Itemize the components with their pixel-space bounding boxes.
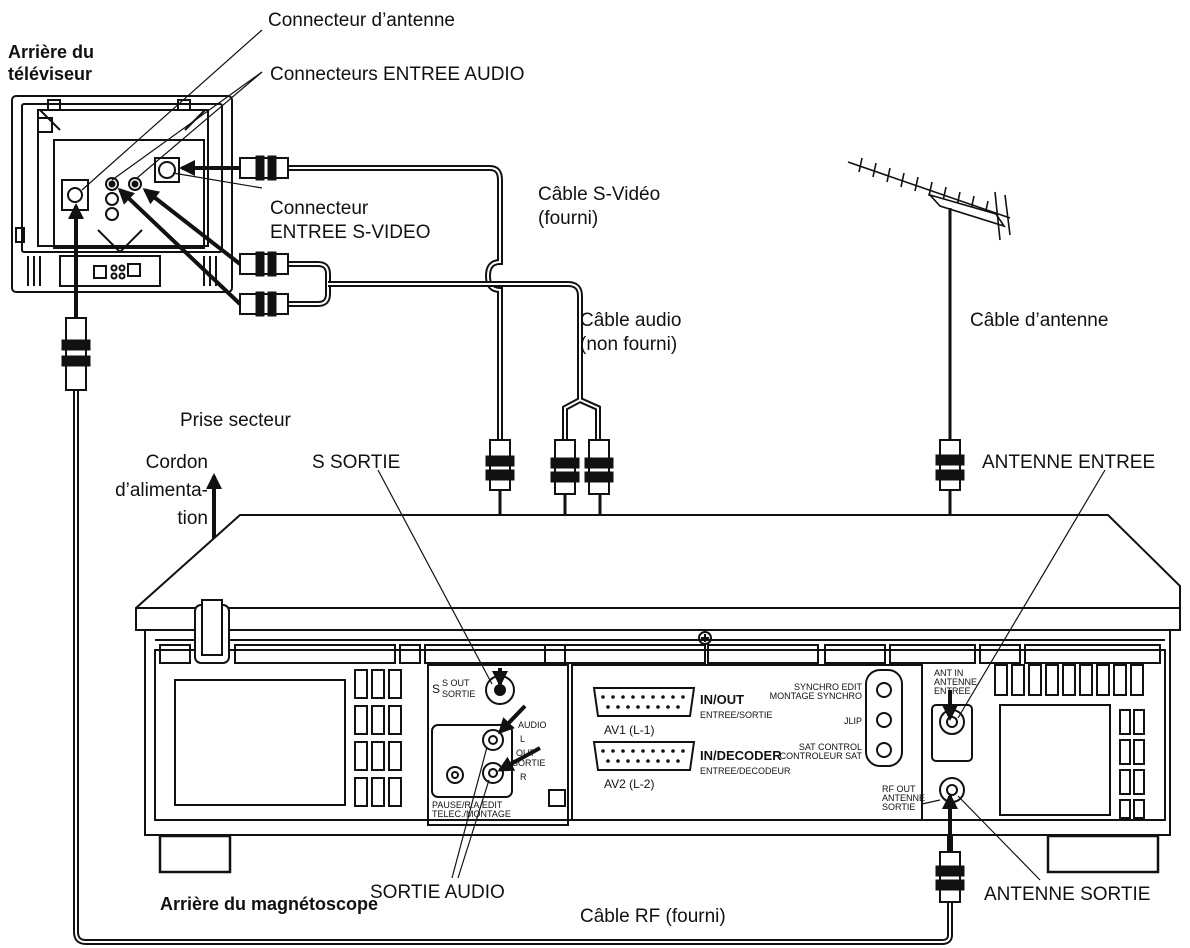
label-s-sortie: S SORTIE bbox=[312, 452, 400, 473]
label-vcr-back: Arrière du magnétoscope bbox=[160, 894, 378, 914]
panel-sortie-small: SORTIE bbox=[512, 758, 545, 768]
tv-rear bbox=[11, 95, 233, 293]
panel-ant-in: ANT IN bbox=[934, 668, 963, 678]
panel-av1-entree-sortie: ENTREE/SORTIE bbox=[700, 710, 772, 720]
panel-pause-1: PAUSE/R.A.EDIT bbox=[432, 800, 503, 810]
panel-av1: AV1 (L-1) bbox=[604, 723, 654, 737]
label-audio-in-connectors: Connecteurs ENTREE AUDIO bbox=[270, 64, 524, 85]
labels: Connecteur d’antenne Arrière du télévise… bbox=[8, 10, 1155, 927]
label-tv-back-1: Arrière du bbox=[8, 42, 94, 62]
label-antenne-sortie: ANTENNE SORTIE bbox=[984, 884, 1150, 905]
label-audio-cable-1: Câble audio bbox=[580, 310, 681, 331]
panel-sat-control: SAT CONTROL bbox=[799, 742, 862, 752]
label-mains-outlet: Prise secteur bbox=[180, 410, 292, 431]
panel-pause-2: TELEC./MONTAGE bbox=[432, 809, 511, 819]
label-svideo-in-1: Connecteur bbox=[270, 198, 369, 219]
panel-r: R bbox=[520, 772, 527, 782]
label-audio-cable-2: (non fourni) bbox=[580, 334, 677, 355]
vcr-rear bbox=[135, 514, 1181, 874]
label-svideo-cable-1: Câble S-Vidéo bbox=[538, 184, 660, 205]
panel-antenne: ANTENNE bbox=[934, 677, 977, 687]
panel-sortie: SORTIE bbox=[442, 689, 475, 699]
label-rf-cable: Câble RF (fourni) bbox=[580, 906, 726, 927]
label-power-cord-3: tion bbox=[177, 508, 208, 529]
panel-l: L bbox=[520, 734, 525, 744]
panel-av1-in-out: IN/OUT bbox=[700, 692, 744, 707]
label-tv-back-2: téléviseur bbox=[8, 64, 92, 84]
panel-controleur-sat: CONTROLEUR SAT bbox=[780, 751, 863, 761]
panel-out: OUT bbox=[516, 748, 536, 758]
antenna bbox=[847, 157, 1011, 268]
label-antenne-entree: ANTENNE ENTREE bbox=[982, 452, 1155, 473]
panel-av2-entree-decodeur: ENTREE/DECODEUR bbox=[700, 766, 791, 776]
panel-labels: S S OUT SORTIE AUDIO L OUT SORTIE R PAUS… bbox=[432, 668, 977, 819]
label-power-cord-2: d’alimenta- bbox=[115, 480, 208, 501]
leader-lines bbox=[81, 29, 1106, 881]
label-sortie-audio: SORTIE AUDIO bbox=[370, 882, 505, 903]
label-svideo-cable-2: (fourni) bbox=[538, 208, 598, 229]
label-power-cord-1: Cordon bbox=[146, 452, 208, 473]
label-svideo-in-2: ENTREE S-VIDEO bbox=[270, 222, 430, 243]
panel-av2: AV2 (L-2) bbox=[604, 777, 654, 791]
panel-synchro-edit: SYNCHRO EDIT bbox=[794, 682, 863, 692]
label-antenna-connector: Connecteur d’antenne bbox=[268, 10, 455, 31]
panel-sortie2: SORTIE bbox=[882, 802, 915, 812]
panel-av2-in-decoder: IN/DECODER bbox=[700, 748, 782, 763]
scart-pins bbox=[601, 695, 685, 763]
panel-s-out: S OUT bbox=[442, 678, 470, 688]
panel-jlip: JLIP bbox=[844, 716, 862, 726]
panel-s: S bbox=[432, 682, 440, 696]
vcr-arrows bbox=[492, 668, 958, 852]
panel-audio: AUDIO bbox=[518, 720, 547, 730]
label-antenna-cable: Câble d’antenne bbox=[970, 310, 1108, 331]
panel-montage-synchro: MONTAGE SYNCHRO bbox=[770, 691, 862, 701]
panel-rf-out: RF OUT bbox=[882, 784, 916, 794]
panel-antenne2: ANTENNE bbox=[882, 793, 925, 803]
panel-entree: ENTREE bbox=[934, 686, 971, 696]
tv-arrows bbox=[68, 160, 242, 318]
